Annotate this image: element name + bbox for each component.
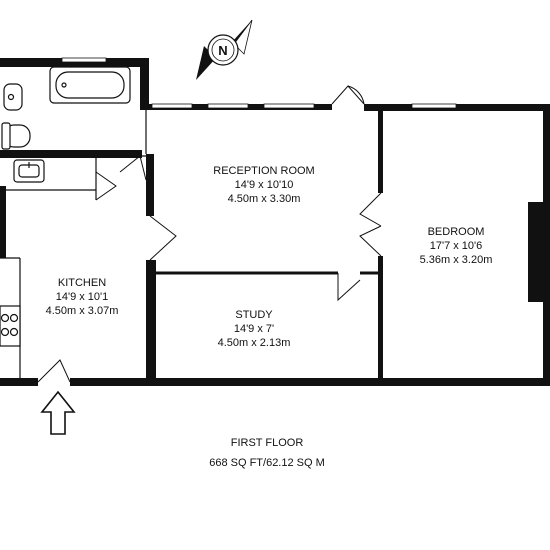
- room-imperial: 14'9 x 7': [234, 323, 274, 335]
- room-imperial: 14'9 x 10'1: [56, 291, 109, 303]
- compass-icon: N: [196, 19, 253, 80]
- compass-letter: N: [218, 43, 227, 58]
- room-metric: 5.36m x 3.20m: [420, 254, 493, 266]
- bedroom-label: BEDROOM 17'7 x 10'6 5.36m x 3.20m: [420, 226, 493, 266]
- bath-icon: [49, 66, 131, 104]
- room-name: KITCHEN: [58, 277, 106, 289]
- room-name: BEDROOM: [428, 226, 485, 238]
- doors: [37, 85, 386, 388]
- sink-icon: [13, 159, 45, 183]
- entrance-arrow-icon: [40, 390, 76, 435]
- room-imperial: 17'7 x 10'6: [430, 240, 483, 252]
- room-name: RECEPTION ROOM: [213, 165, 314, 177]
- room-imperial: 14'9 x 10'10: [235, 179, 294, 191]
- room-metric: 4.50m x 3.07m: [46, 305, 119, 317]
- room-metric: 4.50m x 3.30m: [228, 193, 301, 205]
- floor-name: FIRST FLOOR: [231, 437, 304, 449]
- floor-area: 668 SQ FT/62.12 SQ M: [209, 457, 325, 469]
- room-metric: 4.50m x 2.13m: [218, 337, 291, 349]
- kitchen-label: KITCHEN 14'9 x 10'1 4.50m x 3.07m: [46, 277, 119, 317]
- study-label: STUDY 14'9 x 7' 4.50m x 2.13m: [218, 309, 291, 349]
- room-name: STUDY: [235, 309, 273, 321]
- windows: [61, 57, 457, 109]
- toilet-icon: [1, 122, 31, 150]
- reception-room-label: RECEPTION ROOM 14'9 x 10'10 4.50m x 3.30…: [213, 165, 314, 205]
- floor-summary: FIRST FLOOR 668 SQ FT/62.12 SQ M: [209, 437, 325, 469]
- basin-icon: [3, 83, 23, 111]
- hob-icon: [0, 305, 21, 347]
